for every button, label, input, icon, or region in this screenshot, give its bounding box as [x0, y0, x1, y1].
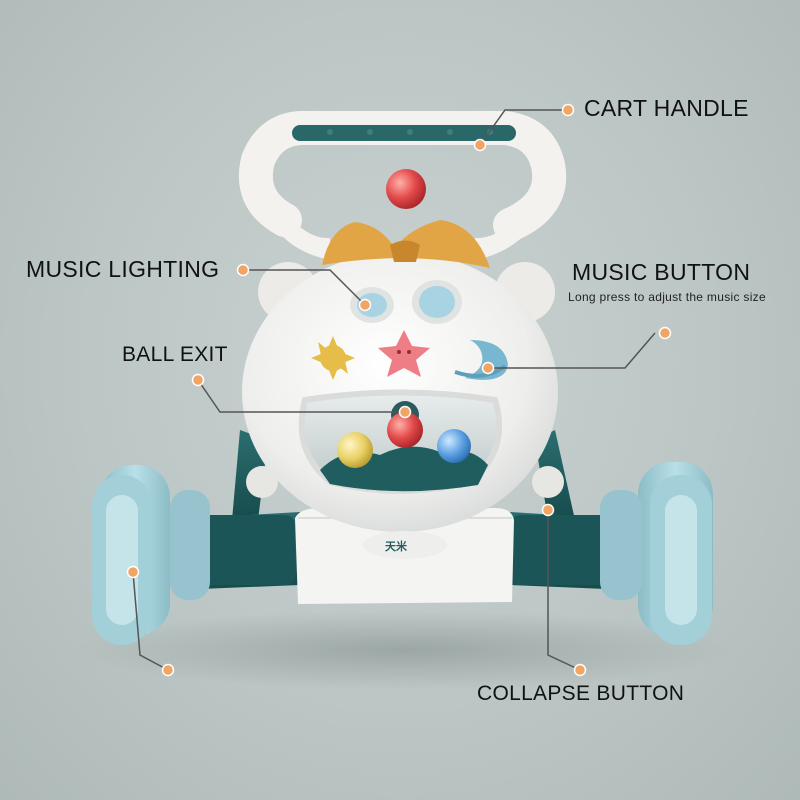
callout-dot-collapse-top: [541, 503, 555, 517]
callout-dot-cart-handle: [473, 138, 487, 152]
star-decoration: [378, 330, 430, 377]
label-ball-exit: BALL EXIT: [122, 343, 228, 366]
label-music-button: MUSIC BUTTON: [572, 259, 751, 285]
music-lighting-eyes: [350, 280, 462, 324]
label-cart-handle: CART HANDLE: [584, 95, 749, 121]
callout-dot-moon: [481, 361, 495, 375]
left-wheel: [92, 465, 210, 645]
exit-red-ball: [387, 412, 423, 448]
callout-dot-lighting-end: [358, 298, 372, 312]
floor-shadow: [75, 610, 735, 690]
sun-decoration: [311, 336, 355, 380]
callout-dot-music-lighting: [236, 263, 250, 277]
callout-dot-collapse: [573, 663, 587, 677]
label-collapse-button: COLLAPSE BUTTON: [477, 682, 685, 705]
callout-dot-wheel: [126, 565, 140, 579]
callout-dot-wheel-end: [161, 663, 175, 677]
top-red-ball: [386, 169, 426, 209]
right-wheel: [600, 462, 713, 645]
label-music-button-note: Long press to adjust the music size: [568, 290, 766, 304]
callout-dot-music-button: [658, 326, 672, 340]
callout-dot-ball-exit: [191, 373, 205, 387]
label-music-lighting: MUSIC LIGHTING: [26, 256, 220, 282]
callout-dot-exit-end: [398, 405, 412, 419]
brand-logo: 天米: [385, 541, 407, 553]
callout-dot-handle-end: [561, 103, 575, 117]
